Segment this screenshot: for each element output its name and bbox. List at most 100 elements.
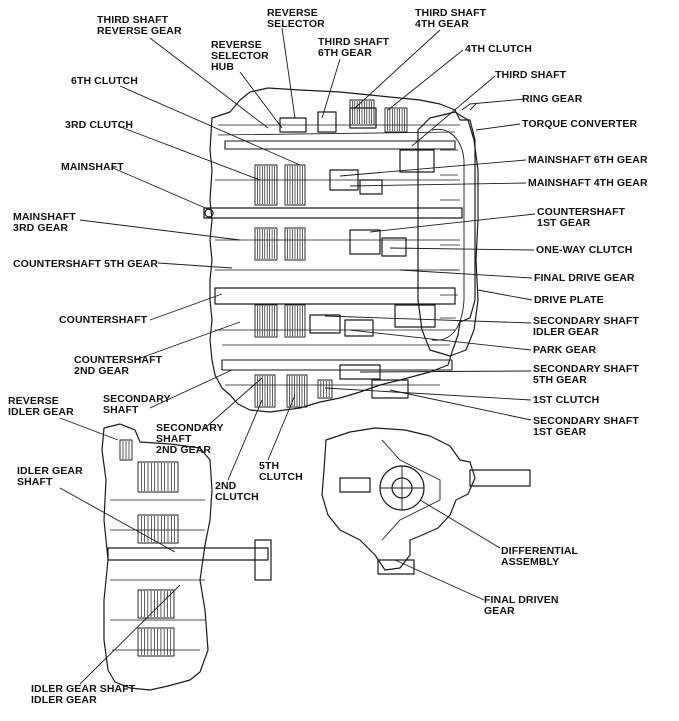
countershaft-1st-gear-block bbox=[349, 229, 381, 255]
leader-countershaft-1st-gear bbox=[369, 213, 536, 233]
leader-third-shaft-6th-gear bbox=[321, 58, 341, 119]
secondary-shaft-bar bbox=[221, 359, 453, 371]
clutch-pack-5th bbox=[286, 374, 308, 408]
reverse-idler-gear-block bbox=[119, 439, 133, 461]
leader-mainshaft-3rd-gear bbox=[79, 219, 241, 241]
clutch-pack-countershaft bbox=[254, 304, 278, 338]
idler-gear-shaft-bar bbox=[107, 547, 269, 561]
third-shaft-6th-gear-block bbox=[317, 111, 337, 133]
leader-reverse-selector-hub bbox=[239, 71, 283, 129]
mainshaft-bar bbox=[203, 207, 463, 219]
mainshaft-4th-gear-block bbox=[359, 179, 383, 195]
idler-clutch-low bbox=[137, 589, 175, 619]
label-secondary-shaft-5th-gear: SECONDARY SHAFT 5TH GEAR bbox=[533, 363, 639, 386]
leader-reverse-selector bbox=[281, 27, 296, 119]
clutch-pack-1st bbox=[317, 379, 333, 399]
leader-reverse-idler-gear bbox=[59, 417, 119, 441]
label-final-driven-gear: FINAL DRIVEN GEAR bbox=[484, 594, 559, 617]
leader-secondary-shaft-2nd-gear bbox=[204, 377, 263, 429]
label-3rd-clutch: 3RD CLUTCH bbox=[65, 119, 134, 131]
clutch-pack-3rd bbox=[254, 164, 278, 206]
leader-third-shaft bbox=[411, 75, 496, 147]
torque-converter-outline bbox=[417, 111, 479, 357]
leader-mainshaft-6th-gear bbox=[339, 159, 527, 177]
label-idler-gear-shaft-idler-gear: IDLER GEAR SHAFT IDLER GEAR bbox=[31, 683, 136, 706]
label-ring-gear: RING GEAR bbox=[522, 93, 583, 105]
leader-4th-clutch bbox=[387, 49, 464, 111]
leader-ring-gear bbox=[469, 98, 526, 105]
third-shaft-bar bbox=[224, 140, 456, 150]
clutch-pack-mainshaft-lower-b bbox=[284, 227, 306, 261]
mainshaft-gear-block bbox=[329, 169, 359, 191]
leader-idler-gear-shaft bbox=[59, 487, 176, 553]
label-one-way-clutch: ONE-WAY CLUTCH bbox=[536, 244, 633, 256]
leader-torque-converter bbox=[475, 123, 521, 131]
clutch-pack-third-shaft bbox=[384, 107, 408, 133]
label-torque-converter: TORQUE CONVERTER bbox=[522, 118, 638, 130]
leader-secondary-shaft-1st-gear bbox=[389, 389, 532, 421]
secondary-1st-gear-block bbox=[371, 379, 409, 399]
label-1st-clutch: 1ST CLUTCH bbox=[533, 394, 600, 406]
idler-housing-outline bbox=[101, 423, 213, 691]
leader-secondary-shaft-5th-gear bbox=[359, 370, 532, 373]
leader-mainshaft-4th-gear bbox=[349, 182, 527, 187]
leader-6th-clutch bbox=[119, 85, 301, 166]
label-secondary-shaft-1st-gear: SECONDARY SHAFT 1ST GEAR bbox=[533, 415, 639, 438]
leader-third-shaft-4th-gear bbox=[354, 29, 441, 109]
leader-1st-clutch bbox=[324, 387, 532, 401]
label-differential-assembly: DIFFERENTIAL ASSEMBLY bbox=[501, 545, 579, 568]
one-way-clutch-block bbox=[381, 237, 407, 257]
leader-drive-plate bbox=[477, 289, 533, 301]
label-third-shaft-reverse-gear: THIRD SHAFT REVERSE GEAR bbox=[97, 14, 182, 37]
label-third-shaft: THIRD SHAFT bbox=[495, 69, 567, 81]
label-countershaft-5th-gear: COUNTERSHAFT 5TH GEAR bbox=[13, 258, 159, 270]
clutch-pack-mainshaft-lower bbox=[254, 227, 278, 261]
label-mainshaft-4th-gear: MAINSHAFT 4TH GEAR bbox=[528, 177, 648, 189]
leader-final-drive-gear bbox=[399, 269, 533, 279]
label-mainshaft-3rd-gear: MAINSHAFT 3RD GEAR bbox=[13, 211, 76, 234]
label-drive-plate: DRIVE PLATE bbox=[534, 294, 604, 306]
leader-2nd-clutch bbox=[227, 399, 263, 481]
leader-3rd-clutch bbox=[117, 125, 261, 181]
label-countershaft-2nd-gear: COUNTERSHAFT 2ND GEAR bbox=[74, 354, 163, 377]
countershaft-bar bbox=[214, 287, 456, 305]
differential-housing bbox=[321, 427, 476, 571]
label-mainshaft-6th-gear: MAINSHAFT 6TH GEAR bbox=[528, 154, 648, 166]
label-reverse-selector: REVERSE SELECTOR bbox=[267, 7, 325, 30]
label-third-shaft-6th-gear: THIRD SHAFT 6TH GEAR bbox=[318, 36, 390, 59]
axle-stub bbox=[469, 469, 531, 487]
leader-secondary-shaft bbox=[149, 369, 233, 409]
secondary-idler-block bbox=[309, 314, 341, 334]
clutch-pack-4th bbox=[349, 99, 375, 126]
label-mainshaft: MAINSHAFT bbox=[61, 161, 124, 173]
label-countershaft: COUNTERSHAFT bbox=[59, 314, 148, 326]
leader-idler-gear-shaft-idler-gear bbox=[79, 584, 181, 685]
label-5th-clutch: 5TH CLUTCH bbox=[259, 460, 303, 483]
idler-clutch-bottom bbox=[137, 627, 175, 657]
leader-third-shaft-reverse-gear bbox=[149, 37, 269, 129]
clutch-pack-6th bbox=[284, 164, 306, 206]
label-2nd-clutch: 2ND CLUTCH bbox=[215, 480, 259, 503]
leader-mainshaft bbox=[112, 167, 211, 211]
leader-secondary-shaft-idler-gear bbox=[324, 315, 532, 324]
leader-park-gear bbox=[349, 329, 532, 351]
label-countershaft-1st-gear: COUNTERSHAFT 1ST GEAR bbox=[537, 206, 626, 229]
idler-clutch-mid bbox=[137, 514, 179, 544]
label-6th-clutch: 6TH CLUTCH bbox=[71, 75, 138, 87]
idler-clutch-upper bbox=[137, 461, 179, 493]
label-third-shaft-4th-gear: THIRD SHAFT 4TH GEAR bbox=[415, 7, 487, 30]
label-4th-clutch: 4TH CLUTCH bbox=[465, 43, 532, 55]
leader-5th-clutch bbox=[267, 394, 296, 461]
leader-final-driven-gear bbox=[394, 559, 485, 601]
label-final-drive-gear: FINAL DRIVE GEAR bbox=[534, 272, 635, 284]
label-reverse-idler-gear: REVERSE IDLER GEAR bbox=[8, 395, 74, 418]
park-gear-block bbox=[344, 319, 374, 337]
label-secondary-shaft-idler-gear: SECONDARY SHAFT IDLER GEAR bbox=[533, 315, 639, 338]
label-idler-gear-shaft: IDLER GEAR SHAFT bbox=[17, 465, 83, 488]
clutch-pack-2nd bbox=[254, 374, 276, 408]
label-park-gear: PARK GEAR bbox=[533, 344, 597, 356]
leader-countershaft-5th-gear bbox=[157, 262, 233, 269]
label-secondary-shaft: SECONDARY SHAFT bbox=[103, 393, 171, 416]
